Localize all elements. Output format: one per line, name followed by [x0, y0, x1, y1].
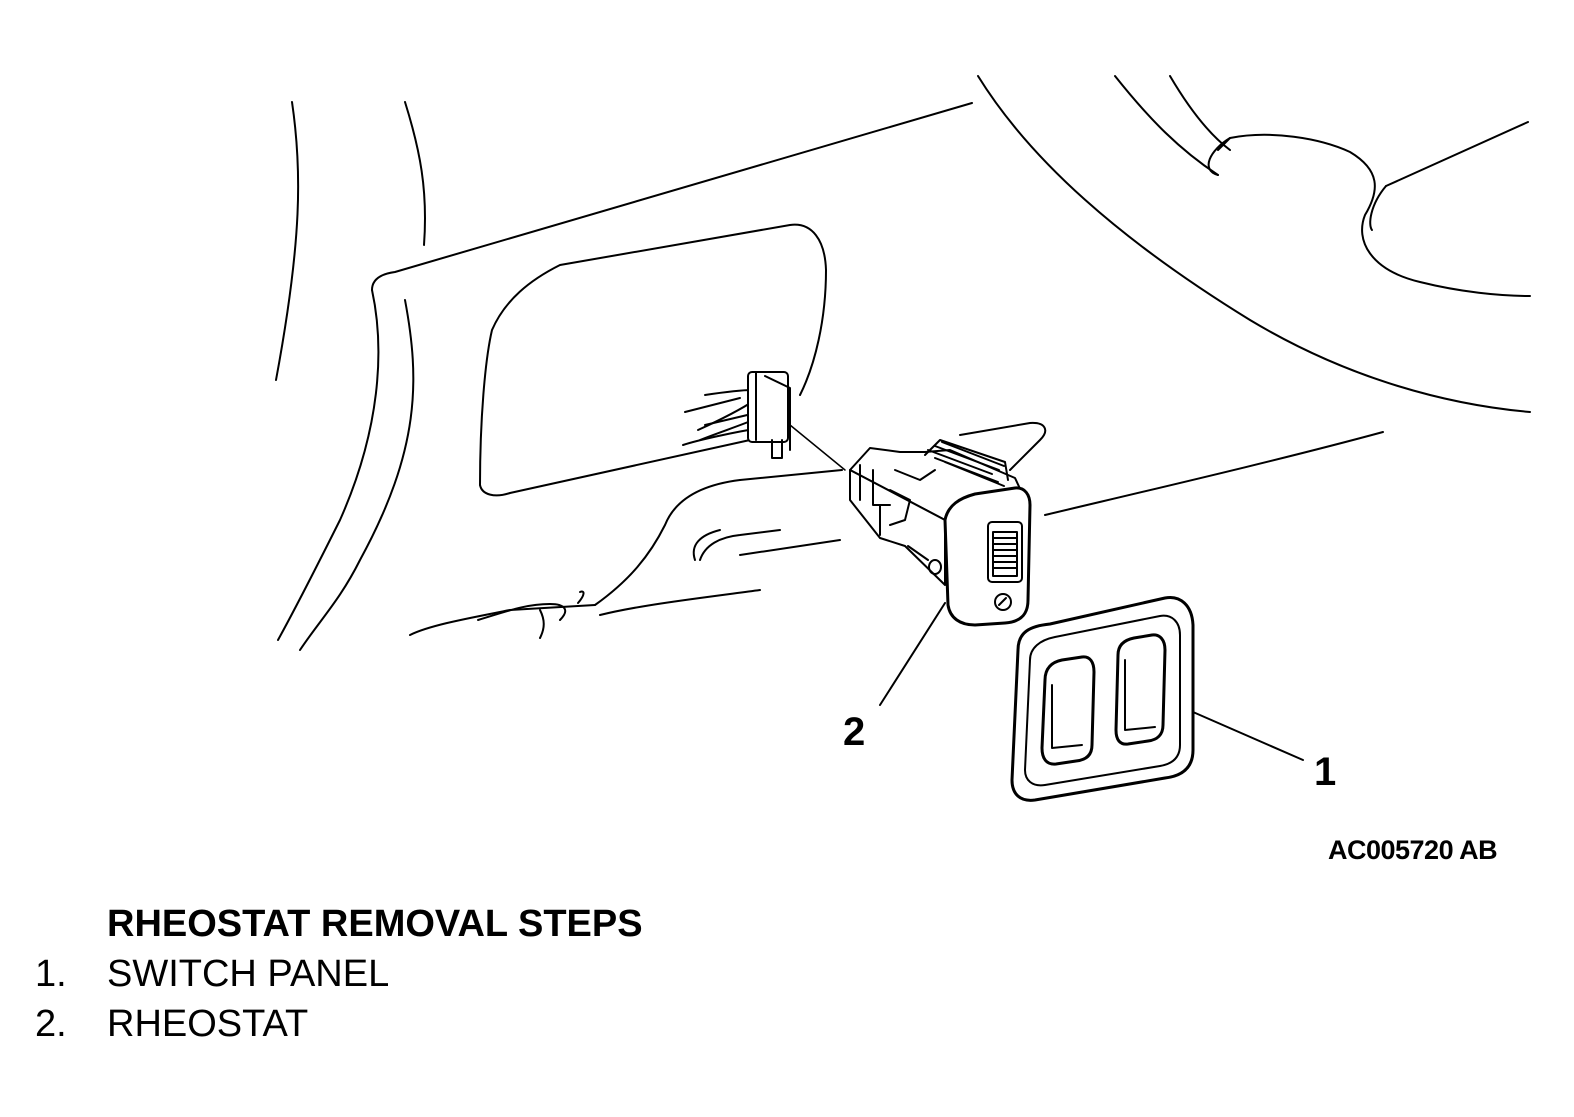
step-number: 2. — [35, 1003, 67, 1045]
rheostat-body — [849, 439, 1032, 627]
panel-opening — [479, 223, 827, 497]
rheostat-fins — [927, 441, 1005, 487]
rheostat-removal-illustration — [275, 75, 1531, 802]
step-label: RHEOSTAT — [107, 1003, 309, 1045]
harness-connector — [697, 371, 846, 471]
leader-line-1 — [1192, 711, 1304, 761]
instrument-panel-outline — [371, 75, 1531, 413]
lower-trim — [409, 421, 1384, 639]
step-number: 1. — [35, 953, 67, 995]
pillar-trim — [275, 101, 427, 651]
leader-line-2 — [879, 602, 946, 706]
figure-code: AC005720 AB — [1328, 835, 1498, 865]
steps-title: RHEOSTAT REMOVAL STEPS — [107, 903, 643, 945]
callout-1-label: 1 — [1314, 750, 1337, 794]
switch-panel — [1010, 595, 1195, 802]
step-label: SWITCH PANEL — [107, 953, 390, 995]
callout-2-label: 2 — [843, 710, 866, 754]
